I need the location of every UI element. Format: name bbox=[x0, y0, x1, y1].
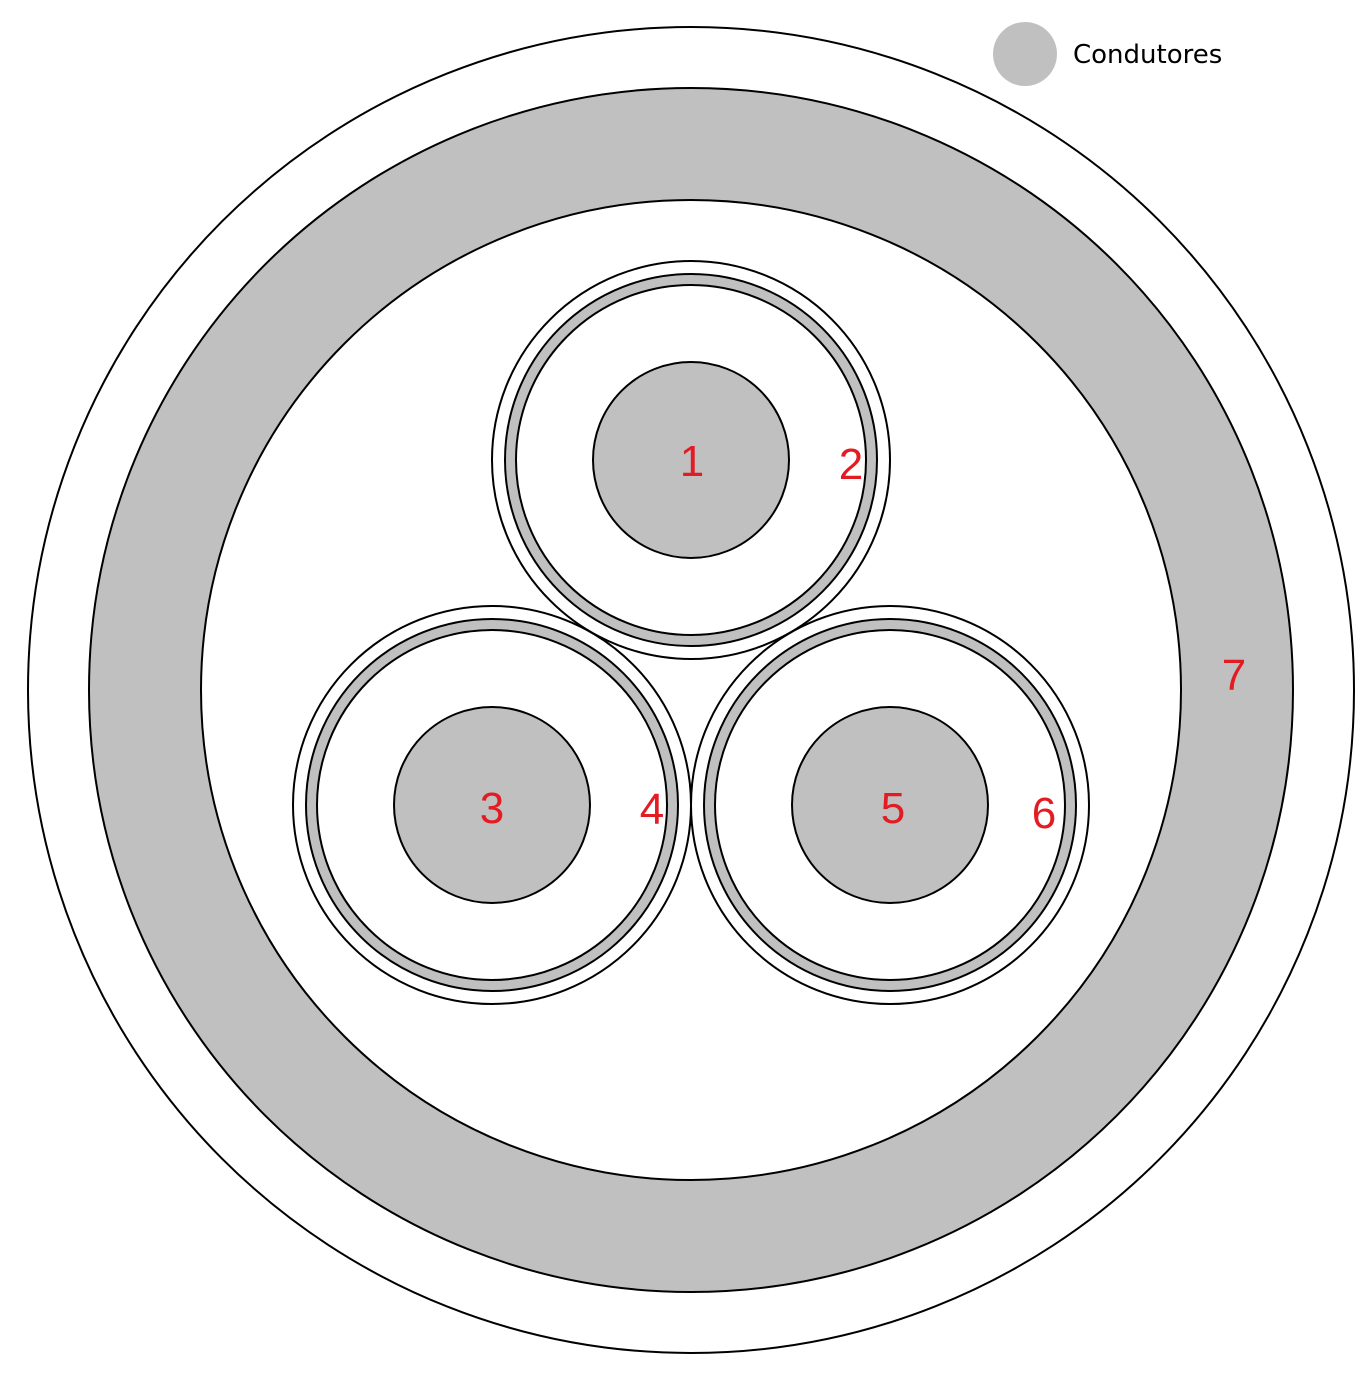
label-1: 1 bbox=[680, 437, 704, 486]
label-5: 5 bbox=[881, 784, 905, 833]
conductor-3 bbox=[393, 706, 591, 904]
legend-swatch bbox=[993, 22, 1057, 86]
phase-cable-right bbox=[690, 605, 1090, 1005]
phase-cable-top bbox=[491, 260, 891, 660]
conductor-1 bbox=[592, 361, 790, 559]
label-3: 3 bbox=[480, 784, 504, 833]
legend: Condutores bbox=[993, 22, 1222, 86]
label-2: 2 bbox=[839, 440, 863, 489]
conductor-5 bbox=[791, 706, 989, 904]
legend-label: Condutores bbox=[1073, 40, 1222, 70]
label-7: 7 bbox=[1222, 651, 1246, 700]
phase-cable-left bbox=[292, 605, 692, 1005]
label-6: 6 bbox=[1032, 789, 1056, 838]
label-4: 4 bbox=[640, 785, 664, 834]
